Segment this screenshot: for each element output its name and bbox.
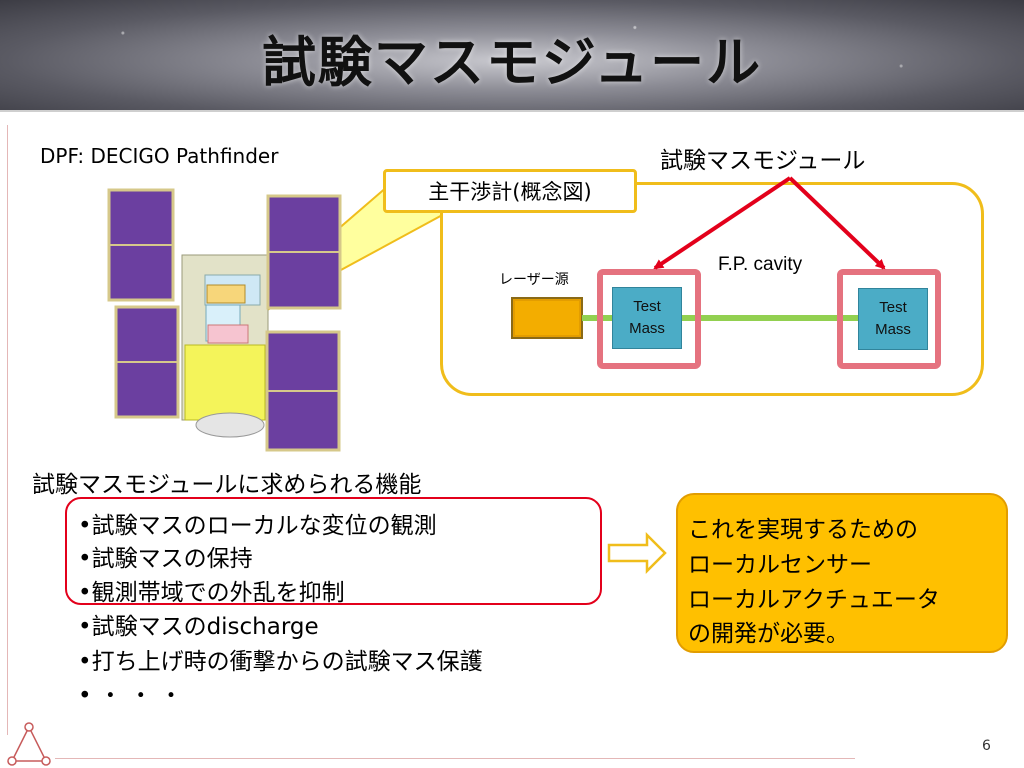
solar-panel-left-lower [114,305,180,419]
satellite-bus [184,344,266,421]
conclusion-box [676,493,1008,653]
conclusion-line: ローカルセンサー [688,552,872,578]
requirement-item: •観測帯域での外乱を抑制 [78,580,345,606]
requirement-item: •試験マスの保持 [78,546,253,572]
left-divider [7,125,8,735]
triangle-network-icon [7,722,51,766]
satellite-caption: DPF: DECIGO Pathfinder [40,144,279,168]
laser-source-label: レーザー源 [499,272,569,288]
test-mass-left: Test Mass [612,287,682,349]
requirement-item: •試験マスのdischarge [78,614,319,640]
page-number: 6 [982,738,991,754]
test-mass-left-line2: Mass [629,320,665,337]
arrow-to-right-mass [788,176,886,270]
solar-panel-left-upper [107,188,175,302]
test-mass-frame-right [837,269,941,369]
bottom-divider [55,758,855,759]
solar-panel-right-upper [266,194,342,310]
requirements-heading: 試験マスモジュールに求められる機能 [32,472,422,498]
test-mass-right-line1: Test [879,299,907,316]
base-cylinder [195,412,265,438]
arrow-to-left-mass [653,176,792,270]
requirement-item: •打ち上げ時の衝撃からの試験マス保護 [78,649,483,675]
slide-title: 試験マスモジュール [261,31,763,94]
requirements-highlight-box [65,497,602,605]
conclusion-line: これを実現するための [688,517,918,543]
interferometer-callout: 主干渉計(概念図) [383,169,637,213]
test-mass-left-line1: Test [633,298,661,315]
gold-component [206,284,246,304]
test-mass-frame-left [597,269,701,369]
test-mass-right: Test Mass [858,288,928,350]
conclusion-line: の開発が必要。 [688,621,849,647]
pink-component [207,324,249,344]
module-label: 試験マスモジュール [660,148,866,174]
solar-panel-right-lower [265,330,341,452]
laser-source [511,297,583,339]
conclusion-line: ローカルアクチュエータ [688,587,940,613]
test-mass-right-line2: Mass [875,321,911,338]
hollow-right-arrow-icon [607,531,667,575]
laser-beam [582,315,867,321]
header-banner [0,0,1024,112]
cavity-label: F.P. cavity [718,254,803,275]
requirement-item: •試験マスのローカルな変位の観測 [78,513,437,539]
requirement-item: • ・ ・ ・ [78,683,183,709]
